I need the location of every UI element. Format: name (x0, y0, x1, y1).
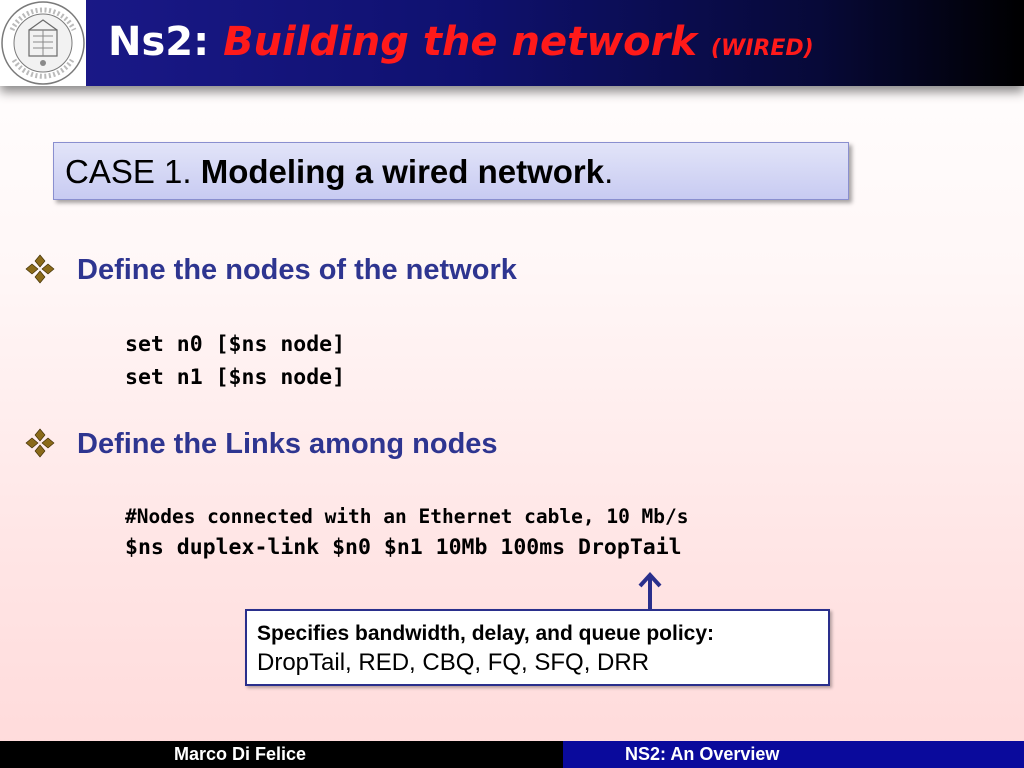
footer-course: NS2: An Overview (625, 744, 780, 764)
arrow-up-icon (638, 572, 662, 610)
code-line: $ns duplex-link $n0 $n1 10Mb 100ms DropT… (125, 535, 682, 560)
footer-author: Marco Di Felice (174, 744, 307, 764)
footer-author-bar: Marco Di Felice (0, 741, 563, 768)
university-seal-icon (1, 1, 85, 85)
university-logo (0, 0, 86, 86)
title-main: Ns2: (108, 19, 210, 65)
case-box: CASE 1. Modeling a wired network. (53, 142, 849, 200)
code-comment-line: #Nodes connected with an Ethernet cable,… (125, 505, 689, 528)
slide-header: Ns2: Building the network (WIRED) (0, 0, 1024, 86)
case-emphasis: Modeling a wired network (200, 153, 605, 190)
title-accent: Building the network (223, 19, 697, 65)
callout-body: DropTail, RED, CBQ, FQ, SFQ, DRR (257, 649, 650, 676)
diamond-bullet-icon (25, 254, 55, 284)
footer-course-bar: NS2: An Overview (563, 741, 1024, 768)
section-heading-nodes: Define the nodes of the network (77, 254, 517, 286)
code-line: set n0 [$ns node] (125, 332, 346, 357)
code-line: set n1 [$ns node] (125, 365, 346, 390)
slide-title: Ns2: Building the network (WIRED) (108, 18, 814, 73)
case-text: CASE 1. Modeling a wired network. (65, 153, 613, 191)
case-prefix: CASE 1. (65, 153, 192, 190)
title-small: (WIRED) (710, 36, 814, 61)
section-heading-links: Define the Links among nodes (77, 428, 498, 460)
callout-title: Specifies bandwidth, delay, and queue po… (257, 622, 715, 645)
callout-box: Specifies bandwidth, delay, and queue po… (245, 609, 830, 686)
diamond-bullet-icon (25, 428, 55, 458)
case-suffix: . (604, 153, 614, 190)
